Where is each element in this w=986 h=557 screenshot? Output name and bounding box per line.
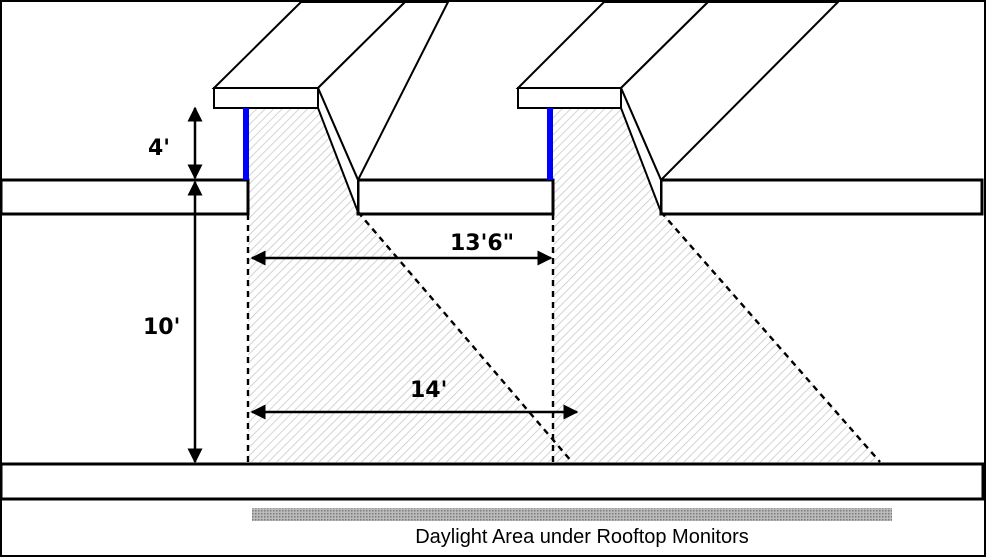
rooftop-monitor-left bbox=[211, 0, 450, 213]
label-14ft: 14' bbox=[410, 378, 447, 403]
caption: Daylight Area under Rooftop Monitors bbox=[415, 526, 749, 548]
label-4ft: 4' bbox=[148, 136, 170, 161]
roof-slab bbox=[0, 178, 984, 216]
daylight-region-right bbox=[553, 108, 880, 462]
floor-slab bbox=[0, 462, 985, 501]
daylight-area-bar bbox=[252, 508, 892, 521]
daylight-region-left bbox=[248, 108, 572, 462]
label-13ft6in: 13'6" bbox=[450, 231, 514, 256]
projection-lines bbox=[246, 211, 881, 463]
rooftop-monitor-right bbox=[515, 0, 841, 213]
label-10ft: 10' bbox=[143, 315, 180, 340]
